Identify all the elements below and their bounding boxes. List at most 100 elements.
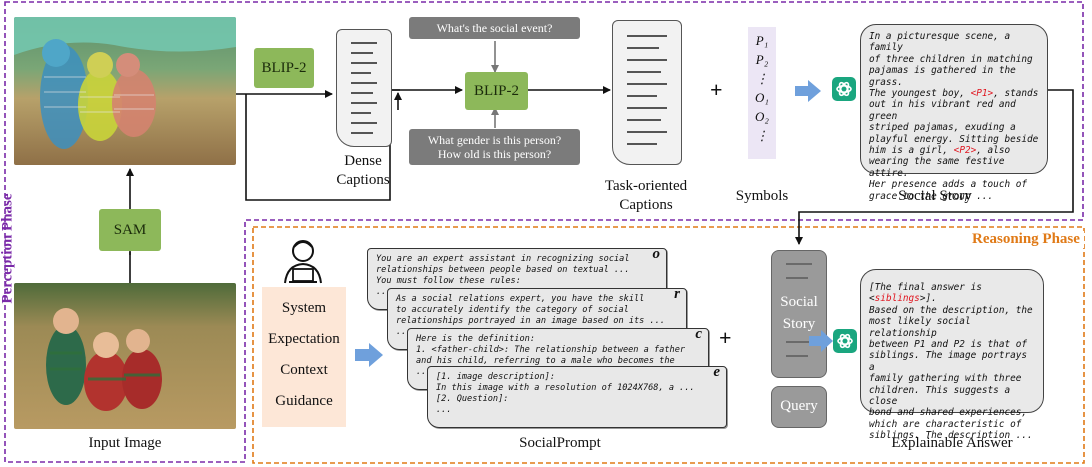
blue-arrow-top-icon bbox=[795, 80, 821, 102]
social-story-input-line2: Story bbox=[782, 316, 816, 332]
input-image-caption: Input Image bbox=[88, 435, 162, 451]
card-r-line-4: ... bbox=[396, 327, 412, 337]
answer-line-5: siblings. The image portrays a bbox=[869, 350, 1028, 373]
card-tag-e: e bbox=[713, 364, 720, 380]
card-r-line-3: relationships portrayed in an image base… bbox=[396, 316, 666, 326]
card-o-line-3: You must follow these rules: bbox=[376, 276, 521, 286]
chatgpt-logo-icon bbox=[833, 329, 857, 353]
question-gender-age: What gender is this person? How old is t… bbox=[409, 129, 580, 165]
question-age-text: How old is this person? bbox=[437, 147, 552, 161]
symbols-label: Symbols bbox=[735, 188, 789, 204]
card-tag-c: c bbox=[695, 326, 702, 342]
card-r-line-1: As a social relations expert, you have t… bbox=[396, 294, 645, 304]
social-story-bubble: In a picturesque scene, a family of thre… bbox=[860, 24, 1048, 202]
card-c-line-1: Here is the definition: bbox=[416, 334, 535, 344]
plus-sign-prompt-story: + bbox=[719, 325, 732, 350]
blip2-query-model-box: BLIP-2 bbox=[465, 72, 528, 110]
social-prompt-label: SocialPrompt bbox=[519, 435, 601, 451]
story-line-11: grace to the group ... bbox=[869, 190, 994, 202]
query-input-label: Query bbox=[780, 398, 818, 414]
task-oriented-captions-label: Task-oriented Captions bbox=[590, 177, 702, 215]
social-story-input: Social Story bbox=[771, 250, 827, 378]
question-social-event-text: What's the social event? bbox=[436, 21, 553, 35]
person-tag-p1: <P1> bbox=[970, 88, 994, 100]
answer-line-3: most likely social relationship bbox=[869, 316, 971, 339]
blue-arrow-reasoning-icon bbox=[809, 330, 833, 352]
dense-captions-document bbox=[336, 29, 392, 147]
dense-captions-label: Dense Captions bbox=[326, 152, 400, 190]
sam-model-box: SAM bbox=[99, 209, 161, 251]
answer-line-1: [The final answer is <siblings>]. bbox=[869, 282, 982, 305]
reasoning-phase-border bbox=[252, 226, 1085, 464]
explainable-answer-bubble: [The final answer is <siblings>]. Based … bbox=[860, 269, 1044, 441]
story-line-1: In a picturesque scene, a family bbox=[869, 31, 1011, 54]
prompt-part-context: Context bbox=[280, 362, 328, 378]
input-image bbox=[14, 283, 236, 429]
answer-line-4: between P1 and P2 is that of bbox=[869, 339, 1028, 351]
question-gender-text: What gender is this person? bbox=[427, 133, 562, 147]
prompt-card-guidance: e [1. image description]: In this image … bbox=[427, 364, 727, 428]
symbol-vdots-2: ⋮ bbox=[755, 128, 769, 143]
blip2-dense-model-box: BLIP-2 bbox=[254, 48, 314, 88]
story-line-8: him is a girl, <P2>, also bbox=[869, 145, 1011, 157]
dense-captions-label-line1: Dense bbox=[344, 153, 382, 169]
story-line-9: wearing the same festive attire. bbox=[869, 156, 1005, 179]
social-prompt-components: System Expectation Context Guidance bbox=[262, 287, 346, 427]
card-c-line-4: ... bbox=[416, 367, 432, 377]
segmented-image bbox=[14, 17, 236, 165]
symbols-panel: P₁ P₂ ⋮ O₁ O₂ ⋮ bbox=[748, 27, 776, 159]
prompt-part-system: System bbox=[281, 300, 327, 316]
blue-arrow-prompt-icon bbox=[355, 343, 383, 367]
card-e-line-4: ... bbox=[436, 405, 452, 415]
card-o-line-1: You are an expert assistant in recognizi… bbox=[376, 254, 630, 264]
reasoning-phase-label: Reasoning Phase bbox=[968, 231, 1084, 248]
answer-label-siblings: siblings bbox=[874, 293, 920, 305]
story-line-4: The youngest boy, <P1>, stands bbox=[869, 88, 1039, 100]
person-at-laptop-icon bbox=[284, 240, 322, 284]
plus-sign-captions-symbols: + bbox=[710, 77, 723, 102]
story-line-3: pajamas is gathered in the grass. bbox=[869, 65, 1016, 88]
symbol-p2: P₂ bbox=[755, 52, 769, 67]
symbol-o2: O₂ bbox=[755, 109, 769, 124]
story-line-6: striped pajamas, exuding a bbox=[869, 122, 1016, 134]
card-c-line-2: 1. <father-child>: The relationship betw… bbox=[416, 345, 686, 355]
answer-line-6: family gathering with three bbox=[869, 373, 1022, 385]
story-line-5: out in his vibrant red and green bbox=[869, 99, 1016, 122]
prompt-part-expectation: Expectation bbox=[268, 331, 340, 347]
answer-line-7: children. This suggests a close bbox=[869, 384, 1011, 408]
card-e-line-1: [1. image description]: bbox=[436, 372, 555, 382]
story-line-10: Her presence adds a touch of bbox=[869, 179, 1028, 191]
answer-line-8: bond and shared experiences, bbox=[869, 407, 1028, 419]
card-e-line-2: In this image with a resolution of 1024X… bbox=[436, 383, 695, 393]
social-story-label: Social Story bbox=[898, 188, 972, 204]
task-oriented-label-line2: Captions bbox=[619, 197, 673, 213]
story-line-2: of three children in matching bbox=[869, 53, 1033, 65]
symbol-p1: P₁ bbox=[755, 33, 769, 48]
question-social-event: What's the social event? bbox=[409, 17, 580, 39]
symbol-o1: O₁ bbox=[755, 90, 769, 105]
task-oriented-label-line1: Task-oriented bbox=[604, 178, 688, 194]
query-input: Query bbox=[771, 386, 827, 428]
perception-phase-border bbox=[4, 1, 1084, 463]
answer-line-10: siblings. The description ... bbox=[869, 430, 1033, 442]
chatgpt-logo-icon bbox=[832, 77, 856, 101]
symbol-vdots-1: ⋮ bbox=[755, 71, 769, 86]
answer-line-9: which are characteristic of bbox=[869, 418, 1022, 430]
card-tag-o: o bbox=[652, 246, 661, 262]
story-line-7: playful energy. Sitting beside bbox=[869, 133, 1039, 145]
card-o-line-2: relationships between people based on te… bbox=[376, 265, 630, 275]
prompt-part-guidance: Guidance bbox=[275, 393, 333, 409]
person-tag-p2: <P2> bbox=[953, 145, 977, 157]
card-c-line-3: and his child, referring to a male who b… bbox=[416, 356, 675, 366]
card-r-line-2: to accurately identify the category of s… bbox=[396, 305, 629, 315]
card-e-line-3: [2. Question]: bbox=[436, 394, 509, 404]
answer-line-2: Based on the description, the bbox=[869, 304, 1033, 316]
explainable-answer-label: Explainable Answer bbox=[891, 435, 1013, 451]
social-story-input-line1: Social bbox=[780, 294, 818, 310]
card-tag-r: r bbox=[674, 286, 680, 302]
card-o-line-4: ... bbox=[376, 287, 392, 297]
task-oriented-captions-document bbox=[612, 20, 682, 165]
dense-captions-label-line2: Captions bbox=[336, 172, 390, 188]
social-story-input-label: Social Story bbox=[772, 291, 826, 335]
